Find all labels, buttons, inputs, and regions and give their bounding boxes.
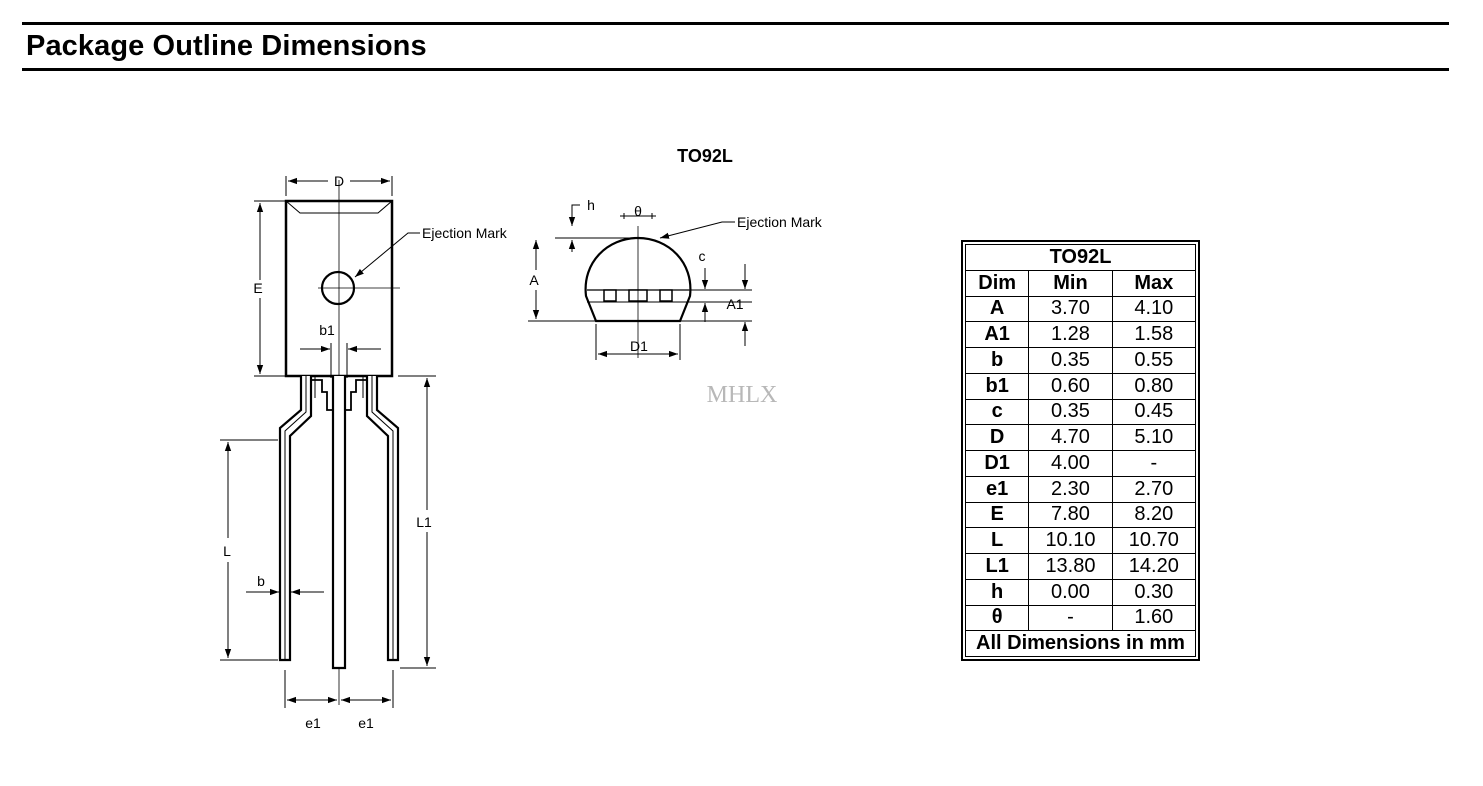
table-cell-min: 4.70 — [1028, 424, 1113, 451]
table-cell-max: - — [1111, 450, 1197, 477]
page-title: Package Outline Dimensions — [26, 30, 427, 62]
table-header-row: Dim Min Max — [964, 269, 1197, 297]
label-d: D — [334, 173, 344, 189]
label-a1: A1 — [726, 296, 743, 312]
label-a: A — [529, 272, 539, 288]
table-row: θ-1.60 — [964, 604, 1197, 632]
table-cell-min: 0.35 — [1028, 347, 1113, 374]
package-name-label: TO92L — [677, 146, 733, 166]
header-rule-top — [22, 22, 1449, 25]
ejection-mark-label-front: Ejection Mark — [422, 225, 508, 241]
header-rule-bottom — [22, 68, 1449, 71]
label-c: c — [699, 248, 706, 264]
table-cell-min: 13.80 — [1028, 553, 1113, 580]
table-cell-dim: A — [964, 295, 1030, 323]
table-cell-max: 14.20 — [1111, 553, 1197, 580]
table-cell-max: 10.70 — [1111, 527, 1197, 554]
label-e: E — [253, 280, 262, 296]
table-cell-min: 0.00 — [1028, 578, 1113, 606]
table-cell-dim: D1 — [964, 450, 1030, 477]
table-cell-max: 8.20 — [1111, 501, 1197, 529]
label-h: h — [587, 197, 595, 213]
table-title-row: TO92L — [965, 244, 1196, 271]
table-cell-dim: L1 — [964, 553, 1030, 580]
table-cell-min: 1.28 — [1028, 321, 1113, 348]
table-cell-min: 3.70 — [1028, 295, 1113, 323]
label-b1: b1 — [319, 322, 335, 338]
top-view — [528, 204, 752, 360]
table-cell-min: 7.80 — [1028, 501, 1113, 529]
front-leads — [278, 376, 400, 670]
table-cell-max: 0.55 — [1111, 347, 1197, 374]
dim-line-h — [568, 204, 580, 226]
table-cell-dim: θ — [964, 604, 1030, 632]
label-e1-left: e1 — [305, 715, 321, 731]
table-cell-max: 0.30 — [1111, 578, 1197, 606]
table-cell-dim: e1 — [964, 475, 1030, 503]
table-cell-min: 0.35 — [1028, 398, 1113, 426]
table-header-max: Max — [1111, 269, 1197, 297]
label-d1: D1 — [630, 338, 648, 354]
table-header-dim: Dim — [964, 269, 1030, 297]
ejection-mark-leader-top — [659, 221, 735, 239]
table-cell-max: 2.70 — [1111, 475, 1197, 503]
table-cell-max: 1.60 — [1111, 604, 1197, 632]
table-cell-dim: c — [964, 398, 1030, 426]
table-cell-dim: b — [964, 347, 1030, 374]
table-footer: All Dimensions in mm — [965, 630, 1196, 657]
table-cell-min: 2.30 — [1028, 475, 1113, 503]
package-outline-drawing: D E Ejection Mark b1 L1 L b e1 e1 TO92L — [220, 146, 823, 731]
table-cell-min: 10.10 — [1028, 527, 1113, 554]
table-title: TO92L — [965, 244, 1196, 271]
ejection-mark-label-top: Ejection Mark — [737, 214, 823, 230]
table-cell-dim: h — [964, 578, 1030, 606]
table-cell-min: 4.00 — [1028, 450, 1113, 477]
label-e1-right: e1 — [358, 715, 374, 731]
table-header-min: Min — [1028, 269, 1113, 297]
front-view — [220, 176, 436, 708]
label-l1: L1 — [416, 514, 432, 530]
table-cell-max: 5.10 — [1111, 424, 1197, 451]
table-cell-max: 4.10 — [1111, 295, 1197, 323]
label-b: b — [257, 573, 265, 589]
ejection-mark-circle — [320, 270, 356, 306]
table-cell-dim: L — [964, 527, 1030, 554]
table-cell-max: 1.58 — [1111, 321, 1197, 348]
ejection-mark-leader-front — [354, 232, 420, 278]
table-cell-dim: b1 — [964, 372, 1030, 400]
table-footer-row: All Dimensions in mm — [965, 630, 1196, 657]
table-cell-dim: D — [964, 424, 1030, 451]
watermark: MHLX — [707, 382, 778, 408]
label-l: L — [223, 543, 231, 559]
table-cell-max: 0.80 — [1111, 372, 1197, 400]
table-cell-dim: E — [964, 501, 1030, 529]
label-theta: θ — [634, 203, 642, 219]
table-cell-max: 0.45 — [1111, 398, 1197, 426]
table-cell-dim: A1 — [964, 321, 1030, 348]
table-cell-min: 0.60 — [1028, 372, 1113, 400]
table-cell-min: - — [1028, 604, 1113, 632]
